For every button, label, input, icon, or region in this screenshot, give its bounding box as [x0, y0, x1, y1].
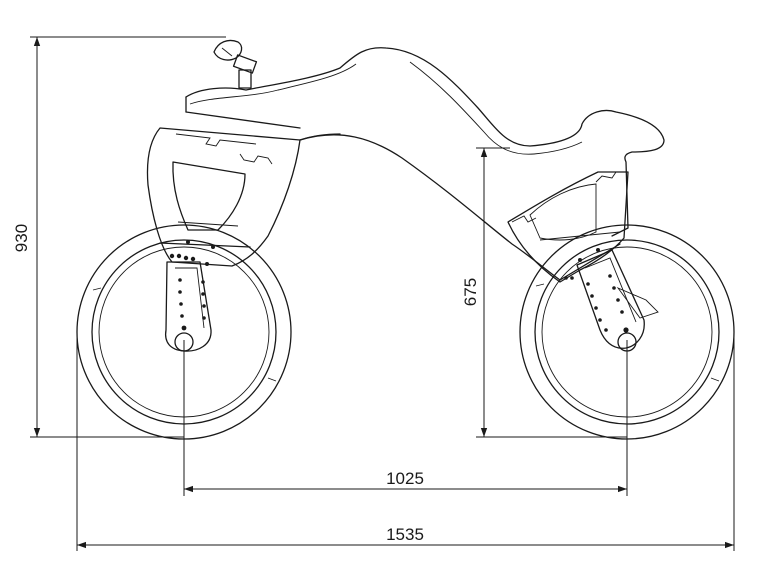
overall-height-label: 930 — [12, 224, 31, 252]
frame-body — [185, 47, 665, 281]
overall-length-label: 1535 — [386, 525, 424, 544]
dimension-lines — [33, 37, 734, 549]
wheelbase-label: 1025 — [386, 469, 424, 488]
rear-holes — [564, 248, 629, 333]
rear-fork — [576, 249, 659, 349]
handlebar — [213, 39, 258, 89]
seat-height-label: 675 — [461, 278, 480, 306]
head-block — [146, 127, 301, 267]
extension-lines — [30, 36, 735, 551]
rear-swingarm — [507, 171, 629, 283]
front-holes — [169, 240, 215, 331]
